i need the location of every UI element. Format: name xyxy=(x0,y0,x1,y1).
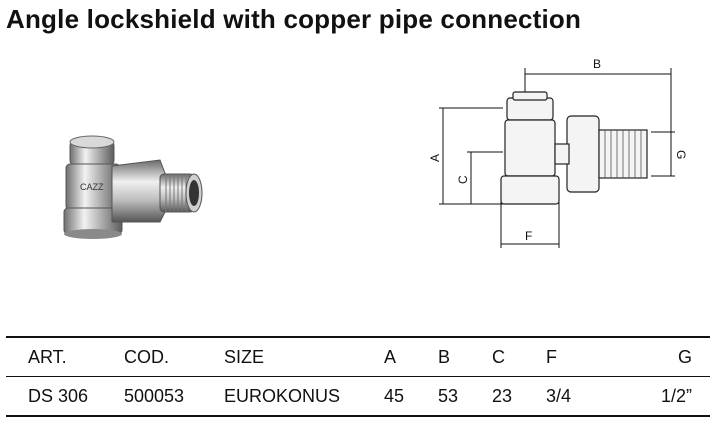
product-photo: CAZZ xyxy=(63,135,203,239)
drawing-top-cap xyxy=(506,97,554,121)
cell-cod: 500053 xyxy=(124,385,185,406)
drawing-lower-nut xyxy=(500,175,560,205)
spec-table: ART. COD. SIZE A B C F G DS 306 500053 E… xyxy=(6,336,710,417)
page-title: Angle lockshield with copper pipe connec… xyxy=(6,4,582,34)
cell-b: 53 xyxy=(438,385,459,406)
brand-mark: CAZZ xyxy=(80,182,104,192)
header-cod: COD. xyxy=(124,346,169,367)
cell-c: 23 xyxy=(492,385,513,406)
header-c: C xyxy=(492,346,505,367)
drawing-body xyxy=(504,119,556,177)
drawing-side-nut xyxy=(566,115,600,193)
cell-size: EUROKONUS xyxy=(224,385,341,406)
dim-label-b: B xyxy=(593,57,601,71)
dim-label-a: A xyxy=(428,154,442,162)
header-art: ART. xyxy=(28,346,67,367)
header-b: B xyxy=(438,346,451,367)
cell-g: 1/2” xyxy=(660,385,692,406)
header-f: F xyxy=(546,346,557,367)
dim-label-f: F xyxy=(525,229,532,243)
header-size: SIZE xyxy=(224,346,265,367)
table-header-row: ART. COD. SIZE A B C F G xyxy=(6,337,710,377)
cell-f: 3/4 xyxy=(546,385,572,406)
header-g: G xyxy=(677,346,692,367)
valve-side-nut xyxy=(111,159,167,223)
dim-label-c: C xyxy=(456,175,470,184)
technical-drawing: B A C G F xyxy=(428,57,688,248)
table-row: DS 306 500053 EUROKONUS 45 53 23 3/4 1/2… xyxy=(6,377,710,416)
dim-label-g: G xyxy=(674,150,688,159)
cell-art: DS 306 xyxy=(28,385,89,406)
cell-a: 45 xyxy=(384,385,405,406)
header-a: A xyxy=(384,346,397,367)
